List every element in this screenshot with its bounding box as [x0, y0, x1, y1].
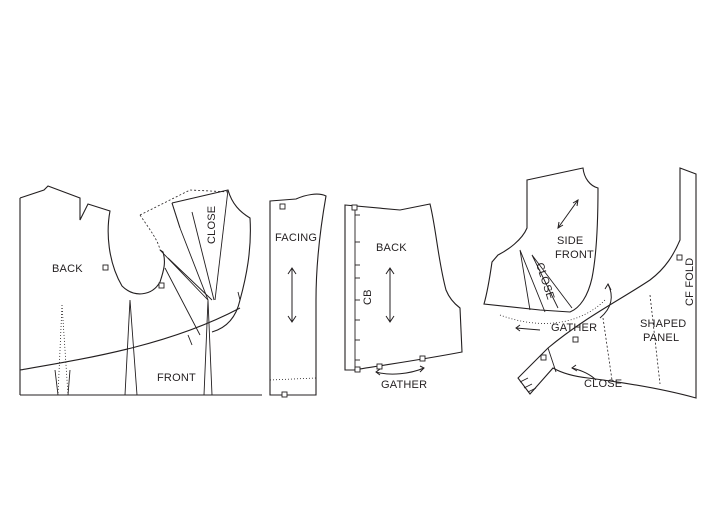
back-label-left: BACK [52, 263, 83, 275]
double-arrow-icon [287, 267, 297, 323]
gather-arrow-icon [375, 365, 425, 376]
front-tick-2 [237, 291, 241, 301]
gather-label-middle: GATHER [381, 379, 427, 391]
back-dart-dotted [57, 304, 69, 396]
bust-lines [159, 249, 213, 336]
side-front-outline [483, 167, 599, 313]
cb-ticks [355, 214, 360, 361]
side-dart [124, 299, 138, 396]
close-label-right: CLOSE [533, 261, 556, 301]
side-front-dart-1 [519, 249, 546, 313]
panel-seam [547, 347, 557, 373]
facing-outline [269, 193, 327, 396]
front-piece-outline [171, 189, 251, 333]
shaped-panel-piece: SHAPED PANEL CF FOLD CLOSE [517, 167, 697, 399]
notch-marker-icon [158, 282, 165, 289]
back-middle-outline [344, 203, 463, 371]
front-label-right: FRONT [555, 249, 594, 261]
hip-curve [19, 307, 241, 371]
notch-marker-icon [572, 336, 579, 343]
close-label-left: CLOSE [206, 206, 218, 244]
front-dashed-side [139, 214, 161, 251]
side-front-dart-2 [531, 254, 573, 309]
double-arrow-icon [385, 267, 395, 323]
facing-hem-dotted [269, 377, 317, 381]
facing-piece: FACING [269, 193, 327, 398]
back-label-middle: BACK [376, 242, 407, 254]
back-piece-outline [19, 185, 165, 295]
notch-marker-icon [376, 363, 383, 370]
side-front-piece: SIDE FRONT CLOSE GATHER [483, 167, 612, 334]
back-middle-piece: BACK CB GATHER [344, 203, 463, 391]
notch-marker-icon [281, 391, 288, 398]
notch-marker-icon [419, 355, 426, 362]
panel-dashed-2 [649, 294, 661, 385]
notch-marker-icon [540, 354, 547, 361]
shaped-label: SHAPED [640, 318, 686, 330]
side-front-dotted [499, 299, 606, 324]
facing-label: FACING [275, 232, 317, 244]
cf-fold-label: CF FOLD [684, 258, 696, 306]
back-front-bodice: BACK FRONT CLOSE [19, 185, 262, 396]
curved-arrow-icon [571, 364, 597, 381]
notch-marker-icon [351, 204, 358, 211]
front-label: FRONT [157, 372, 196, 384]
close-line-a [191, 211, 215, 301]
notch-marker-icon [676, 254, 683, 261]
back-dart-lower [54, 369, 71, 396]
panel-dashed-1 [602, 317, 613, 381]
cb-label: CB [362, 289, 374, 305]
notch-marker-icon [354, 366, 361, 373]
front-tick [187, 334, 193, 346]
side-label: SIDE [557, 235, 583, 247]
panel-label: PANEL [643, 332, 679, 344]
front-neck-edge [171, 202, 181, 229]
front-dart [179, 227, 213, 396]
gather-arrow-icon [515, 324, 541, 332]
shaped-panel-outline [517, 167, 697, 399]
double-arrow-icon [557, 199, 579, 229]
close-label-bottom: CLOSE [584, 378, 622, 390]
close-line-b [214, 189, 229, 301]
notch-marker-icon [102, 264, 109, 271]
panel-ticks [519, 377, 537, 393]
curved-arrow-icon [599, 282, 612, 319]
notch-marker-icon [279, 203, 286, 210]
